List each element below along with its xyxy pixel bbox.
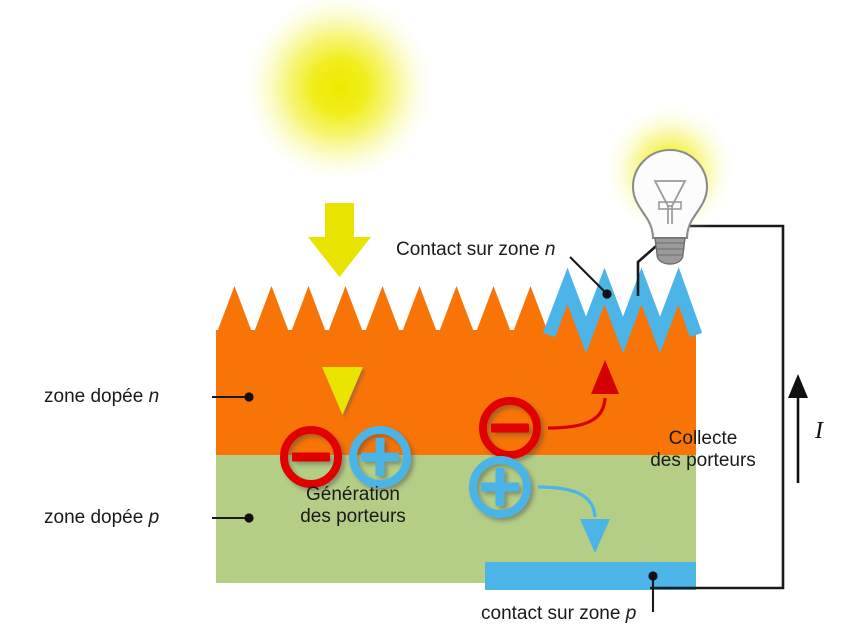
leader-line-zone-n	[212, 392, 254, 402]
hole-drift-arrow-icon	[537, 485, 610, 553]
label-current: I	[815, 418, 823, 444]
electron-drift-arrow-icon	[547, 360, 619, 430]
photon-arrow-down-icon	[308, 203, 371, 277]
label-contact-n: Contact sur zone n	[396, 239, 556, 260]
p-contact-layer	[485, 562, 696, 590]
sun-glow-icon	[241, 0, 437, 185]
light-bulb-icon	[602, 102, 738, 265]
leader-callout-dot-icon	[602, 289, 612, 299]
current-direction-arrow-icon	[788, 374, 808, 483]
n-doped-region	[216, 286, 696, 455]
electron-minus-icon	[479, 397, 541, 459]
label-zone-n: zone dopée n	[44, 386, 160, 407]
leader-callout-dot-icon	[244, 392, 254, 402]
leader-callout-dot-icon	[244, 513, 254, 523]
leader-line-contact-p	[648, 571, 658, 612]
label-zone-p: zone dopée p	[44, 507, 160, 528]
electron-minus-icon	[280, 426, 342, 488]
label-collection: Collecte des porteurs	[650, 428, 756, 471]
hole-plus-icon	[349, 426, 411, 488]
leader-line-contact-n	[569, 256, 612, 299]
external-circuit-wire	[636, 224, 785, 590]
n-contact-layer	[542, 267, 703, 354]
absorbed-photon-triangle-icon	[322, 367, 363, 415]
hole-plus-icon	[469, 456, 531, 518]
label-contact-p: contact sur zone p	[481, 603, 637, 624]
label-generation: Génération des porteurs	[300, 484, 406, 527]
leader-line-zone-p	[212, 513, 254, 523]
leader-callout-dot-icon	[648, 571, 658, 581]
